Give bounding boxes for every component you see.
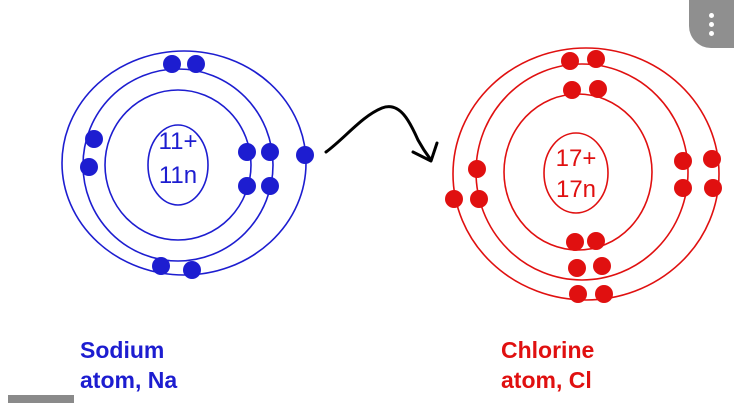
- sodium-electron: [80, 158, 98, 176]
- chlorine-electron: [561, 52, 579, 70]
- sodium-valence-electron: [296, 146, 314, 164]
- chlorine-electrons: [445, 50, 722, 303]
- sodium-electron: [261, 143, 279, 161]
- chlorine-atom: [452, 47, 720, 301]
- chlorine-shell-3: [452, 47, 720, 301]
- chlorine-electron: [587, 232, 605, 250]
- chlorine-electron: [445, 190, 463, 208]
- sodium-caption-name: Sodium: [80, 337, 165, 363]
- sodium-electrons: [80, 55, 314, 279]
- chlorine-caption-symbol: atom, Cl: [501, 367, 592, 393]
- chlorine-electron: [566, 233, 584, 251]
- chlorine-nucleus-label: 17+ 17n: [556, 145, 597, 203]
- chlorine-caption: Chlorine atom, Cl: [501, 335, 594, 395]
- sodium-charge-label: 11+: [159, 128, 198, 155]
- sodium-electron: [85, 130, 103, 148]
- sodium-caption: Sodium atom, Na: [80, 335, 177, 395]
- chlorine-electron: [593, 257, 611, 275]
- sodium-electron: [183, 261, 201, 279]
- sodium-electron: [261, 177, 279, 195]
- chlorine-neutron-label: 17n: [556, 176, 596, 203]
- sodium-electron: [238, 177, 256, 195]
- chlorine-nucleus-ring: [543, 132, 609, 214]
- chlorine-caption-name: Chlorine: [501, 337, 595, 363]
- chlorine-shell-1: [503, 93, 653, 251]
- sodium-neutron-label: 11n: [159, 162, 197, 189]
- chlorine-electron: [674, 179, 692, 197]
- chlorine-electron: [563, 81, 581, 99]
- sodium-electron: [187, 55, 205, 73]
- chlorine-electron: [704, 179, 722, 197]
- chlorine-charge-label: 17+: [556, 145, 597, 172]
- more-options-button[interactable]: [689, 0, 734, 48]
- transfer-arrow-icon: [324, 105, 439, 163]
- chlorine-electron: [703, 150, 721, 168]
- vertical-dots-icon: [709, 12, 714, 36]
- chlorine-electron: [589, 80, 607, 98]
- chlorine-electron: [587, 50, 605, 68]
- sodium-nucleus-label: 11+ 11n: [159, 128, 198, 189]
- chlorine-electron: [569, 285, 587, 303]
- sodium-electron: [238, 143, 256, 161]
- chlorine-electron: [568, 259, 586, 277]
- chlorine-electron: [468, 160, 486, 178]
- sodium-electron: [163, 55, 181, 73]
- chlorine-electron: [595, 285, 613, 303]
- sodium-electron: [152, 257, 170, 275]
- sodium-shell-1: [104, 89, 252, 241]
- chlorine-electron: [470, 190, 488, 208]
- sodium-caption-symbol: atom, Na: [80, 367, 178, 393]
- chlorine-electron: [674, 152, 692, 170]
- corner-tab: [8, 395, 74, 403]
- sodium-nucleus-ring: [147, 124, 209, 206]
